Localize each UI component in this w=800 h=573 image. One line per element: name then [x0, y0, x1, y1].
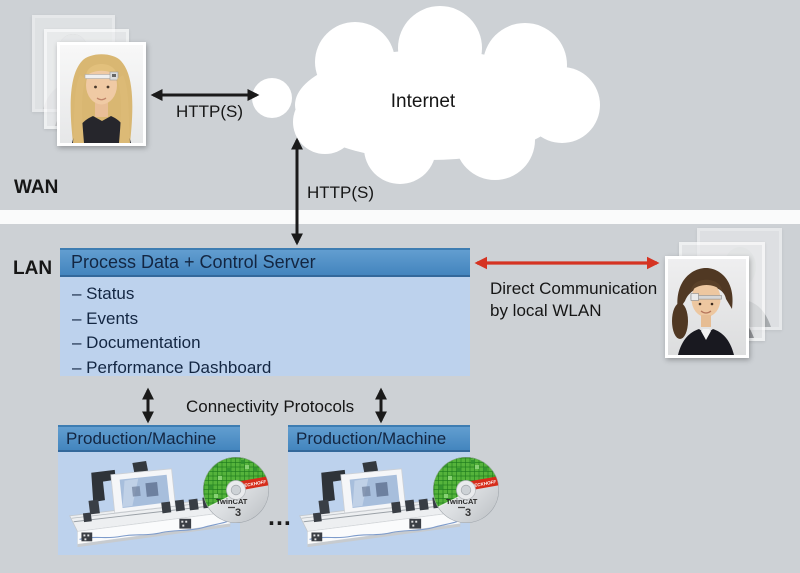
blazer [678, 329, 734, 355]
server-feature-item: – Documentation [72, 333, 201, 352]
direct-wlan-label-line1: Direct Communication [490, 279, 658, 298]
wan-region-label: WAN [14, 177, 59, 198]
twincat-cd [202, 456, 270, 524]
process-server-title: Process Data + Control Server [71, 252, 316, 272]
process-server-header: Process Data + Control Server [60, 248, 470, 277]
local-user-photo [665, 256, 749, 358]
local-user-portrait [668, 259, 746, 355]
more-machines-ellipsis: ... [268, 503, 292, 531]
connectivity-label: Connectivity Protocols [186, 397, 355, 416]
machine-panel-title: Production/Machine [296, 428, 447, 448]
lan-http-label: HTTP(S) [307, 183, 375, 202]
wan-http-label: HTTP(S) [176, 102, 244, 121]
internet-label: Internet [391, 91, 456, 112]
process-server-list: – Status – Events – Documentation – Perf… [60, 277, 470, 380]
lan-region-label: LAN [13, 258, 53, 279]
twincat-cd [432, 456, 500, 524]
machine-panel-title: Production/Machine [66, 428, 217, 448]
server-feature-item: – Performance Dashboard [72, 357, 272, 377]
server-feature-item: – Events [72, 308, 139, 328]
server-feature-item: – Status [72, 284, 135, 303]
machine-panel-header: Production/Machine [288, 425, 470, 452]
direct-wlan-label-line2: by local WLAN [490, 301, 602, 320]
machine-panel-header: Production/Machine [58, 425, 240, 452]
internet-cloud: Internet [252, 6, 600, 184]
scarf [72, 116, 131, 143]
process-server-panel: Process Data + Control Server – Status –… [60, 248, 470, 377]
hair [677, 268, 733, 311]
wan-lan-divider [0, 210, 800, 224]
remote-user-photo [57, 42, 146, 146]
remote-user-portrait [60, 45, 143, 143]
